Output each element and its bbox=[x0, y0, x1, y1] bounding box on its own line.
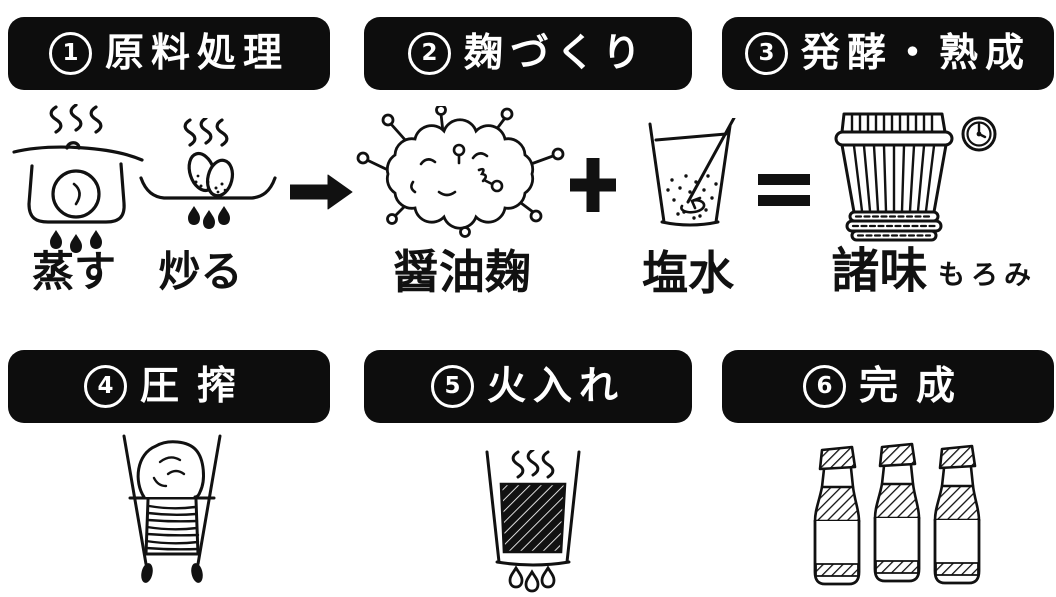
clock-icon bbox=[961, 116, 997, 152]
moromi-barrel-icon bbox=[834, 112, 997, 242]
step3-header: 3 発酵・熟成 bbox=[722, 17, 1054, 90]
step4-header: 4 圧搾 bbox=[8, 350, 330, 423]
step1-title: 原料処理 bbox=[104, 31, 289, 76]
brine-label: 塩水 bbox=[642, 246, 734, 300]
step5-title: 火入れ bbox=[486, 364, 625, 409]
step3-number-badge: 3 bbox=[744, 32, 788, 75]
step2-header: 2 麹づくり bbox=[364, 17, 692, 90]
step3-title: 発酵・熟成 bbox=[800, 31, 1031, 76]
step2-title: 麹づくり bbox=[463, 31, 648, 76]
roast-label: 炒る bbox=[158, 247, 243, 296]
step5-header: 5 火入れ bbox=[364, 350, 692, 423]
steam-label: 蒸す bbox=[31, 247, 116, 296]
soy-sauce-bottles-icon bbox=[813, 442, 981, 586]
step1-number-badge: 1 bbox=[48, 32, 92, 75]
roasting-pan-icon bbox=[139, 118, 277, 229]
step6-header: 6 完成 bbox=[722, 350, 1054, 423]
equals-icon bbox=[758, 174, 810, 206]
step2-number-badge: 2 bbox=[407, 32, 451, 75]
step6-title: 完成 bbox=[858, 364, 973, 409]
koji-label: 醤油麹 bbox=[393, 245, 531, 299]
step6-number-badge: 6 bbox=[802, 365, 846, 408]
pasteurization-pot-icon bbox=[485, 450, 581, 593]
koji-mold-icon bbox=[356, 106, 565, 238]
steaming-pot-icon bbox=[12, 104, 144, 253]
step1-header: 1 原料処理 bbox=[8, 17, 330, 90]
arrow-icon bbox=[290, 174, 353, 210]
plus-icon bbox=[570, 158, 616, 212]
press-icon bbox=[122, 434, 222, 583]
moromi-furigana-label: もろみ bbox=[938, 260, 1037, 291]
moromi-label: 諸味 bbox=[831, 243, 928, 299]
step5-number-badge: 5 bbox=[430, 365, 474, 408]
brine-glass-icon bbox=[648, 118, 736, 227]
step4-number-badge: 4 bbox=[83, 365, 127, 408]
step4-title: 圧搾 bbox=[139, 364, 254, 409]
